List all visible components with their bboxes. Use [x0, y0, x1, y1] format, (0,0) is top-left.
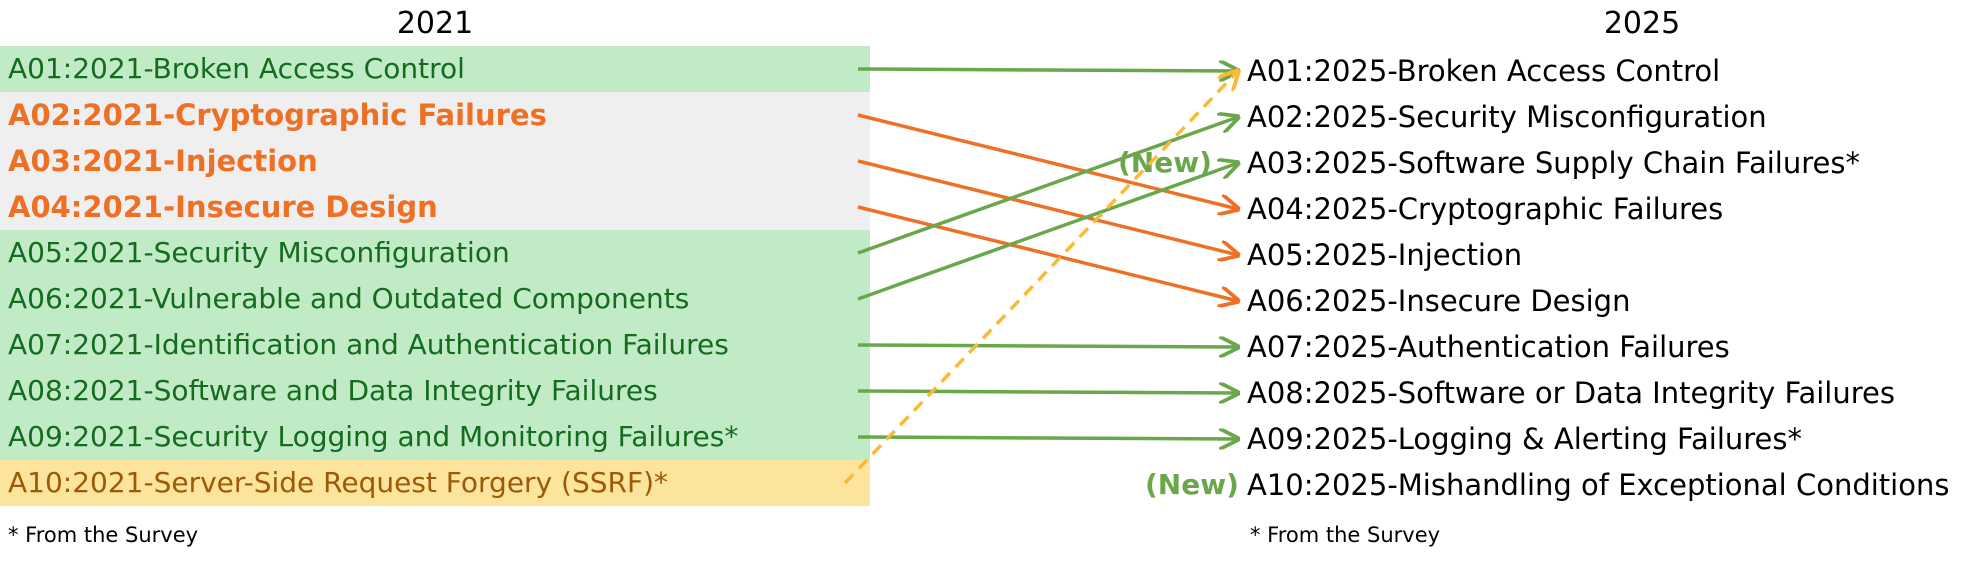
item-2021-a01: A01:2021-Broken Access Control: [0, 46, 870, 92]
list-2025: A01:2025-Broken Access Control A02:2025-…: [1247, 48, 1986, 508]
item-2021-a08: A08:2021-Software and Data Integrity Fai…: [0, 368, 870, 414]
title-2025: 2025: [1603, 6, 1681, 41]
new-badge-a10: (New): [1145, 468, 1239, 501]
arrow-a04-to-a06: [857, 205, 1238, 301]
title-2021: 2021: [396, 6, 474, 41]
arrow-a09-to-a09: [857, 437, 1238, 439]
item-2025-a03: A03:2025-Software Supply Chain Failures*: [1247, 146, 1860, 180]
item-2025-a06: A06:2025-Insecure Design: [1247, 284, 1631, 318]
item-2025-a08: A08:2025-Software or Data Integrity Fail…: [1247, 376, 1895, 410]
item-2025-a04: A04:2025-Cryptographic Failures: [1247, 192, 1724, 226]
arrow-a10-to-a01: [843, 71, 1238, 485]
footnote-left: * From the Survey: [8, 523, 199, 547]
item-2021-a03: A03:2021-Injection: [0, 138, 870, 184]
item-2025-a01: A01:2025-Broken Access Control: [1247, 54, 1721, 88]
arrow-a08-to-a08: [857, 391, 1238, 393]
item-2021-a07: A07:2021-Identification and Authenticati…: [0, 322, 870, 368]
item-2021-a04: A04:2021-Insecure Design: [0, 184, 870, 230]
arrow-a01-to-a01: [857, 69, 1238, 71]
item-2021-a06: A06:2021-Vulnerable and Outdated Compone…: [0, 276, 870, 322]
item-2021-a02: A02:2021-Cryptographic Failures: [0, 92, 870, 138]
new-badge-a03: (New): [1118, 146, 1212, 179]
arrow-a07-to-a07: [857, 345, 1238, 347]
item-2025-a09: A09:2025-Logging & Alerting Failures*: [1247, 422, 1802, 456]
item-2025-a02: A02:2025-Security Misconfiguration: [1247, 100, 1767, 134]
item-2021-a10: A10:2021-Server-Side Request Forgery (SS…: [0, 460, 870, 506]
item-2025-a07: A07:2025-Authentication Failures: [1247, 330, 1730, 364]
list-2021: A01:2021-Broken Access Control A02:2021-…: [0, 46, 870, 506]
item-2025-a10: A10:2025-Mishandling of Exceptional Cond…: [1247, 468, 1950, 502]
item-2025-a05: A05:2025-Injection: [1247, 238, 1523, 272]
item-2021-a05: A05:2021-Security Misconfiguration: [0, 230, 870, 276]
item-2021-a09: A09:2021-Security Logging and Monitoring…: [0, 414, 870, 460]
footnote-right: * From the Survey: [1250, 523, 1441, 547]
